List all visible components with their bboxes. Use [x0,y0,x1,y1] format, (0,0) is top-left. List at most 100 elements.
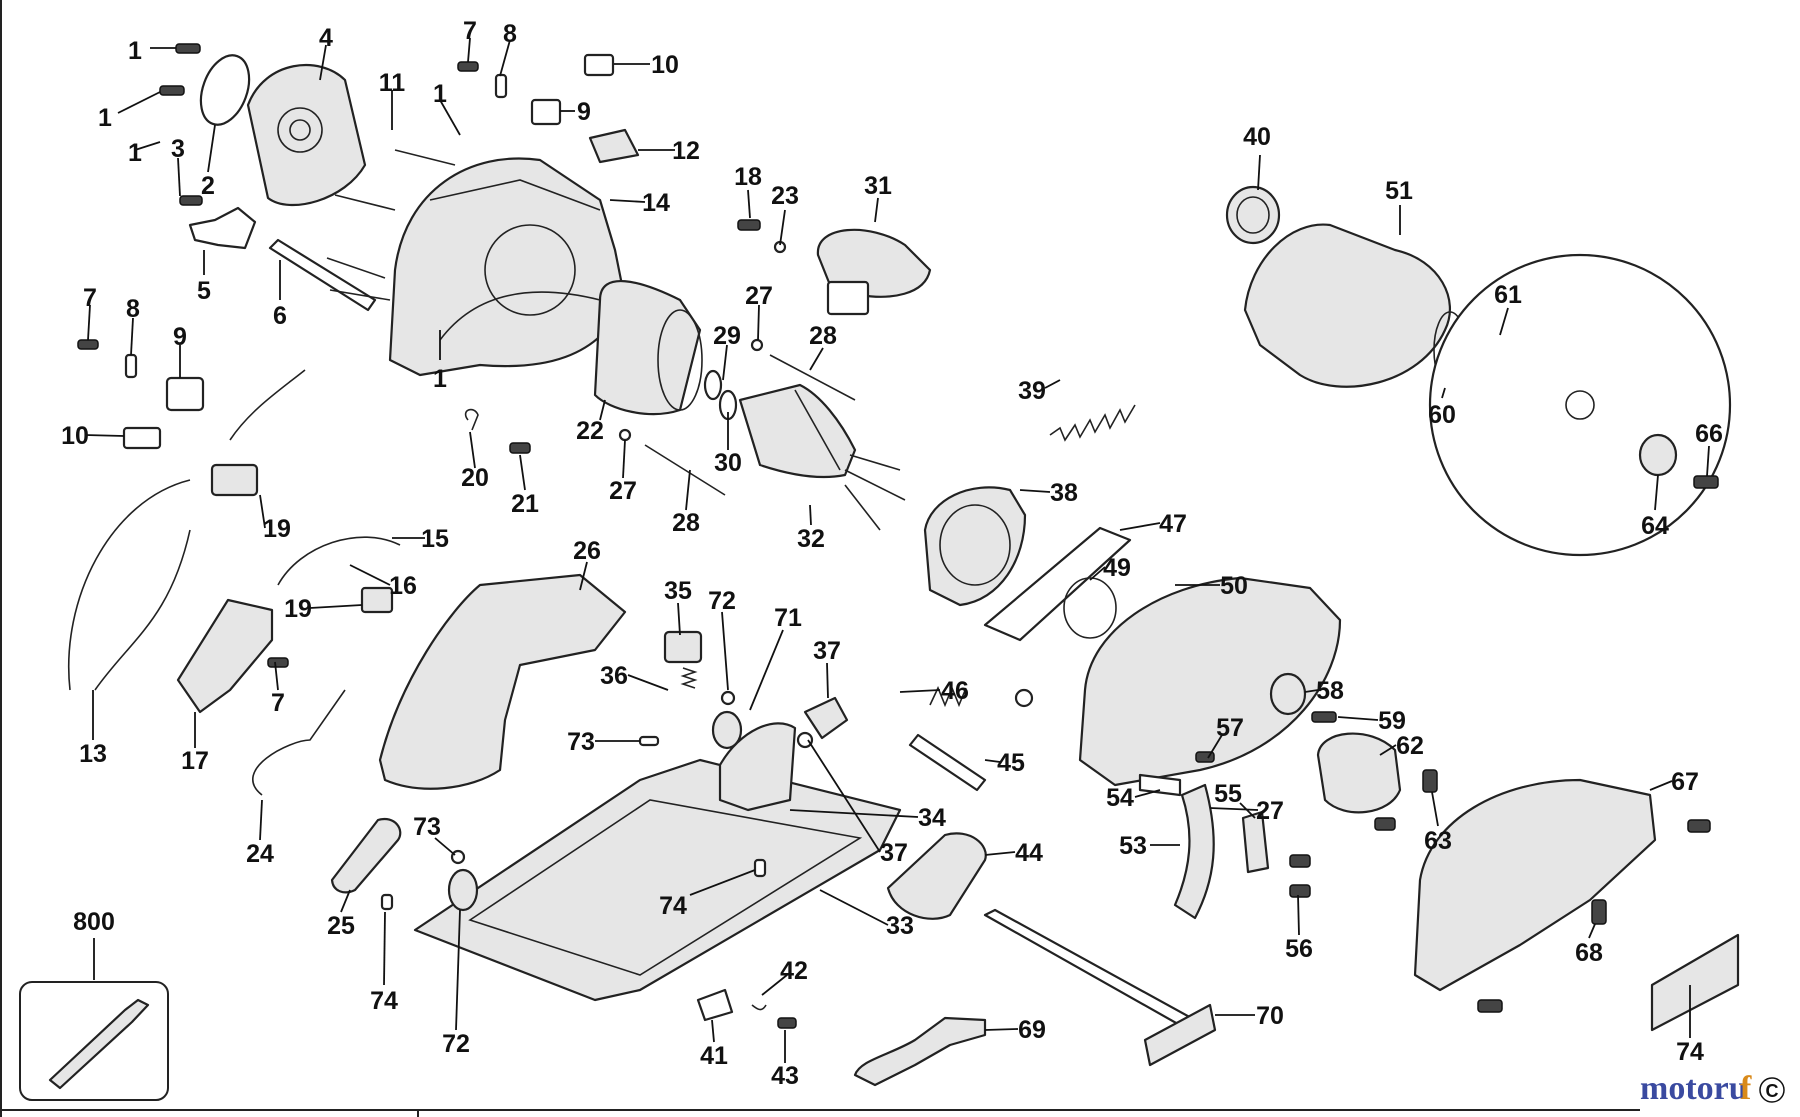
part-screw [1422,769,1438,793]
part-brush [124,353,138,379]
part-small-washer [750,338,764,352]
part-bolts [326,149,456,301]
part-shaft [268,238,377,312]
leader-line [1019,489,1051,493]
part-wiring [68,369,401,796]
part-brush [494,73,508,99]
callout-number: 47 [1159,510,1187,538]
callout-number: 30 [714,449,742,477]
part-bevel-bracket [718,722,797,812]
leader-line [627,674,669,691]
part-spring [680,667,698,689]
part-terminal-block [210,463,259,497]
leader-line [779,209,786,246]
callout-number: 41 [700,1042,728,1070]
callout-number: 17 [181,747,209,775]
callout-number: 46 [941,677,969,705]
part-drawings [68,43,1740,1087]
part-end-cover [246,63,367,207]
part-clamp [188,206,257,250]
callout-number: 37 [813,637,841,665]
leader-line [984,1028,1019,1031]
leader-line [467,37,471,63]
part-upper-guard [1243,223,1451,388]
part-lever [983,526,1132,642]
part-cover-plate [199,54,251,126]
callout-number: 51 [1385,177,1413,205]
watermark-mark: C [1766,1081,1779,1101]
leader-line [130,317,134,356]
callout-number: 1 [433,80,447,108]
callout-number: 32 [797,525,825,553]
part-screw [1477,999,1503,1013]
leader-line [819,889,889,926]
callout-number: 21 [511,490,539,518]
leader-line [117,91,161,114]
watermark: motoru f C [1640,1070,1785,1107]
part-lower-guard [1413,778,1657,992]
callout-number: 20 [461,464,489,492]
callout-number: 22 [576,417,604,445]
part-screw [267,657,289,668]
leader-line [349,564,391,586]
callout-number: 56 [1285,935,1313,963]
leader-line [1239,802,1256,819]
leader-line [259,494,266,529]
bottom-rule [0,1109,1640,1117]
callout-number: 67 [1671,768,1699,796]
part-knob [711,690,743,750]
watermark-text: motoru [1640,1070,1748,1107]
part-outer-washer [1638,433,1678,477]
leader-line [383,911,386,986]
callout-number: 9 [577,98,591,126]
callout-number: 8 [503,20,517,48]
part-switch-block [530,98,562,126]
leader-line [1209,807,1259,811]
part-knob [663,630,703,664]
callout-number: 58 [1316,677,1344,705]
part-screw [159,43,203,206]
callout-number: 12 [672,137,700,165]
part-switch [176,598,274,714]
callout-number: 45 [997,749,1025,777]
part-clamp-block [803,696,849,740]
callout-number: 44 [1015,839,1043,867]
part-clip [751,1004,767,1011]
callout-number: 33 [886,912,914,940]
callout-number: 11 [379,69,406,97]
leader-line [1588,923,1596,939]
callout-number: 57 [1216,714,1244,742]
accessory-kit: 800 [19,908,169,1101]
leader-line [622,439,626,479]
callout-number: 27 [1256,797,1284,825]
part-motor-housing [388,157,627,377]
leader-line [1379,744,1397,756]
leader-line [899,689,941,693]
callout-number: 59 [1378,707,1406,735]
callout-number: 7 [271,689,285,717]
callout-number: 31 [864,172,892,200]
callout-number: 3 [171,135,185,163]
callout-number: 74 [370,987,398,1015]
callout-number: 35 [664,577,692,605]
leader-line [609,199,646,203]
part-wrench [853,1016,987,1087]
callout-number: 9 [173,323,187,351]
part-spring [1049,404,1136,442]
leader-line [789,809,919,818]
callout-number: 42 [780,957,808,985]
part-connector [583,53,615,77]
leader-line [721,611,729,691]
part-screw [737,219,761,231]
callout-number: 68 [1575,939,1603,967]
callout-number: 49 [1103,554,1131,582]
leader-line [984,759,1001,763]
leader-line [826,662,829,699]
leader-line [984,851,1016,856]
leader-line [134,141,161,151]
part-screw [1591,899,1607,925]
part-label [588,128,640,164]
callout-number: 26 [573,537,601,565]
callout-number: 72 [708,587,736,615]
part-armature [738,383,906,531]
